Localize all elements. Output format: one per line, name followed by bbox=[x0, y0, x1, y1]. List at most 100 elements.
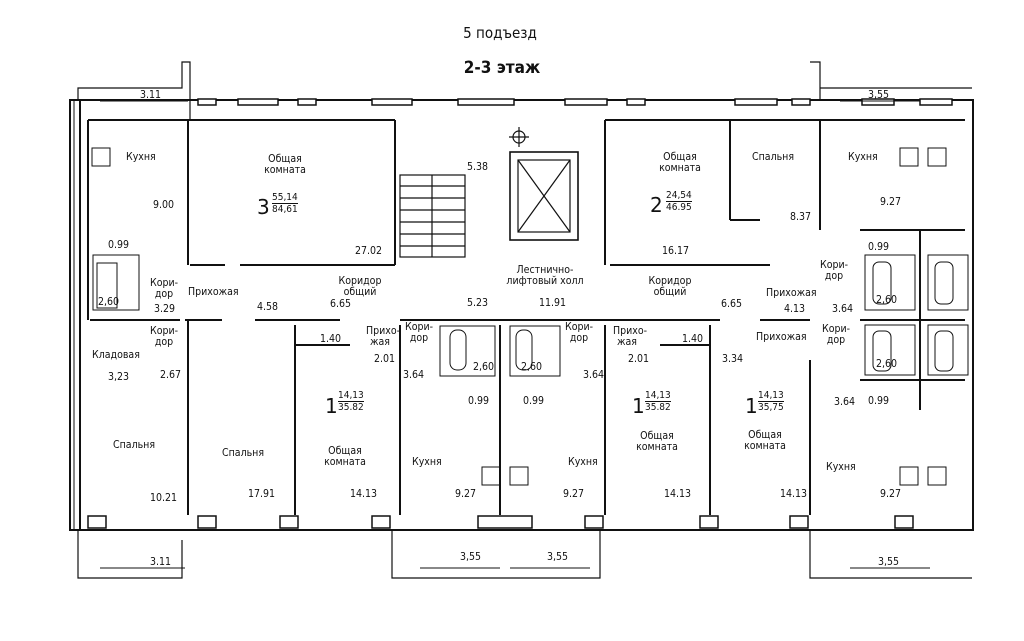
dim-bottom-left: 3.11 bbox=[150, 556, 172, 568]
room-kitchen-3: Кухня bbox=[412, 456, 442, 468]
area-2-60-e: 2,60 bbox=[876, 358, 898, 370]
room-common-1b: Общая комната bbox=[636, 430, 678, 453]
room-common-2k: Общая комната bbox=[659, 151, 701, 174]
room-kitchen-2: Кухня bbox=[848, 151, 878, 163]
area-2-01-a: 2.01 bbox=[374, 353, 396, 365]
floor-title: 2-3 этаж bbox=[463, 58, 541, 78]
area-8-37: 8.37 bbox=[790, 211, 812, 223]
area-6-65-b: 6.65 bbox=[721, 298, 743, 310]
area-3-23: 3,23 bbox=[108, 371, 130, 383]
apt-3-total: 84,61 bbox=[272, 204, 298, 215]
room-hallway-split-b: Прихо-жая bbox=[613, 325, 648, 348]
room-hallway-left: Прихожая bbox=[188, 286, 239, 298]
area-3-64-b: 3.64 bbox=[403, 369, 425, 381]
dimension-lines bbox=[100, 100, 930, 569]
apt-2-total: 46.95 bbox=[666, 202, 692, 213]
area-27-02: 27.02 bbox=[355, 245, 383, 257]
apt-1a-total: 35.82 bbox=[338, 402, 364, 413]
area-0-99-c: 0.99 bbox=[468, 395, 490, 407]
area-0-99-a: 0.99 bbox=[108, 239, 130, 251]
area-0-99-d: 0.99 bbox=[523, 395, 545, 407]
apt-1c-living: 14,13 bbox=[758, 390, 784, 402]
room-common-3k: Общая комната bbox=[264, 153, 306, 176]
area-3-29: 3.29 bbox=[154, 303, 176, 315]
apt-1a-rooms: 1 bbox=[325, 394, 338, 418]
room-corridor-b: Кори-дор bbox=[150, 325, 179, 348]
apt-1c-total: 35,75 bbox=[758, 402, 784, 413]
area-3-34: 3.34 bbox=[722, 353, 744, 365]
room-corridor-e: Кори-дор bbox=[820, 259, 849, 282]
area-2-01-b: 2.01 bbox=[628, 353, 650, 365]
area-2-60-d: 2,60 bbox=[521, 361, 543, 373]
area-9-27-b: 9.27 bbox=[455, 488, 477, 500]
area-3-64-a: 3.64 bbox=[832, 303, 854, 315]
area-9-27-a: 9.27 bbox=[880, 196, 902, 208]
area-3-64-d: 3.64 bbox=[834, 396, 856, 408]
area-4-13: 4.13 bbox=[784, 303, 806, 315]
apt-3-living: 55,14 bbox=[272, 192, 298, 204]
room-kitchen-4: Кухня bbox=[568, 456, 598, 468]
room-corridor-common-left: Коридор общий bbox=[338, 275, 382, 298]
area-14-13-b: 14.13 bbox=[664, 488, 692, 500]
room-hallway-right: Прихожая bbox=[766, 287, 817, 299]
area-10-21: 10.21 bbox=[150, 492, 178, 504]
area-16-17: 16.17 bbox=[662, 245, 690, 257]
area-3-64-c: 3.64 bbox=[583, 369, 605, 381]
dim-bottom-mid2: 3,55 bbox=[547, 551, 569, 563]
stove-icons bbox=[91, 147, 947, 486]
area-9-27-c: 9.27 bbox=[563, 488, 585, 500]
apt-1b-living: 14,13 bbox=[645, 390, 671, 402]
area-9-27-d: 9.27 bbox=[880, 488, 902, 500]
bathroom-fixtures bbox=[92, 254, 969, 377]
area-2-67: 2.67 bbox=[160, 369, 182, 381]
area-2-60-c: 2,60 bbox=[473, 361, 495, 373]
room-corridor-d: Кори-дор bbox=[565, 321, 594, 344]
room-common-1a: Общая комната bbox=[324, 445, 366, 468]
dim-top-right: 3,55 bbox=[868, 89, 890, 101]
area-2-60-a: 2,60 bbox=[98, 296, 120, 308]
inner-walls bbox=[87, 119, 965, 515]
area-0-99-b: 0.99 bbox=[868, 241, 890, 253]
area-14-13-c: 14.13 bbox=[780, 488, 808, 500]
balconies bbox=[77, 61, 972, 579]
room-corridor-common-right: Коридор общий bbox=[648, 275, 692, 298]
apt-1b-total: 35.82 bbox=[645, 402, 671, 413]
room-kitchen-1: Кухня bbox=[126, 151, 156, 163]
area-14-13-a: 14.13 bbox=[350, 488, 378, 500]
dim-bottom-mid1: 3,55 bbox=[460, 551, 482, 563]
apt-3-rooms: 3 bbox=[257, 195, 270, 219]
area-6-65-a: 6.65 bbox=[330, 298, 352, 310]
area-1-40-b: 1.40 bbox=[682, 333, 704, 345]
entrance-title: 5 подъезд bbox=[463, 24, 537, 42]
room-kitchen-5: Кухня bbox=[826, 461, 856, 473]
room-hallway-split-a: Прихо-жая bbox=[366, 325, 401, 348]
apt-1a-living: 14,13 bbox=[338, 390, 364, 402]
area-9-00: 9.00 bbox=[153, 199, 175, 211]
room-corridor-a: Кори-дор bbox=[150, 277, 179, 300]
area-5-38: 5.38 bbox=[467, 161, 489, 173]
area-2-60-b: 2,60 bbox=[876, 294, 898, 306]
room-pantry: Кладовая bbox=[92, 349, 140, 361]
room-corridor-f: Кори-дор bbox=[822, 323, 851, 346]
dim-bottom-right: 3,55 bbox=[878, 556, 900, 568]
stairwell bbox=[399, 127, 579, 258]
room-corridor-c: Кори-дор bbox=[405, 321, 434, 344]
area-4-58: 4.58 bbox=[257, 301, 279, 313]
room-common-1c: Общая комната bbox=[744, 429, 786, 452]
apt-2-rooms: 2 bbox=[650, 193, 663, 217]
room-bedroom-left: Спальня bbox=[113, 439, 156, 451]
apt-1c-rooms: 1 bbox=[745, 394, 758, 418]
room-bedroom-top: Спальня bbox=[752, 151, 795, 163]
area-1-40-a: 1.40 bbox=[320, 333, 342, 345]
area-17-91: 17.91 bbox=[248, 488, 276, 500]
area-5-23: 5.23 bbox=[467, 297, 489, 309]
room-hallway-right2: Прихожая bbox=[756, 331, 807, 343]
window-marks bbox=[87, 98, 953, 529]
dim-top-left: 3.11 bbox=[140, 89, 162, 101]
room-bedroom-mid: Спальня bbox=[222, 447, 265, 459]
